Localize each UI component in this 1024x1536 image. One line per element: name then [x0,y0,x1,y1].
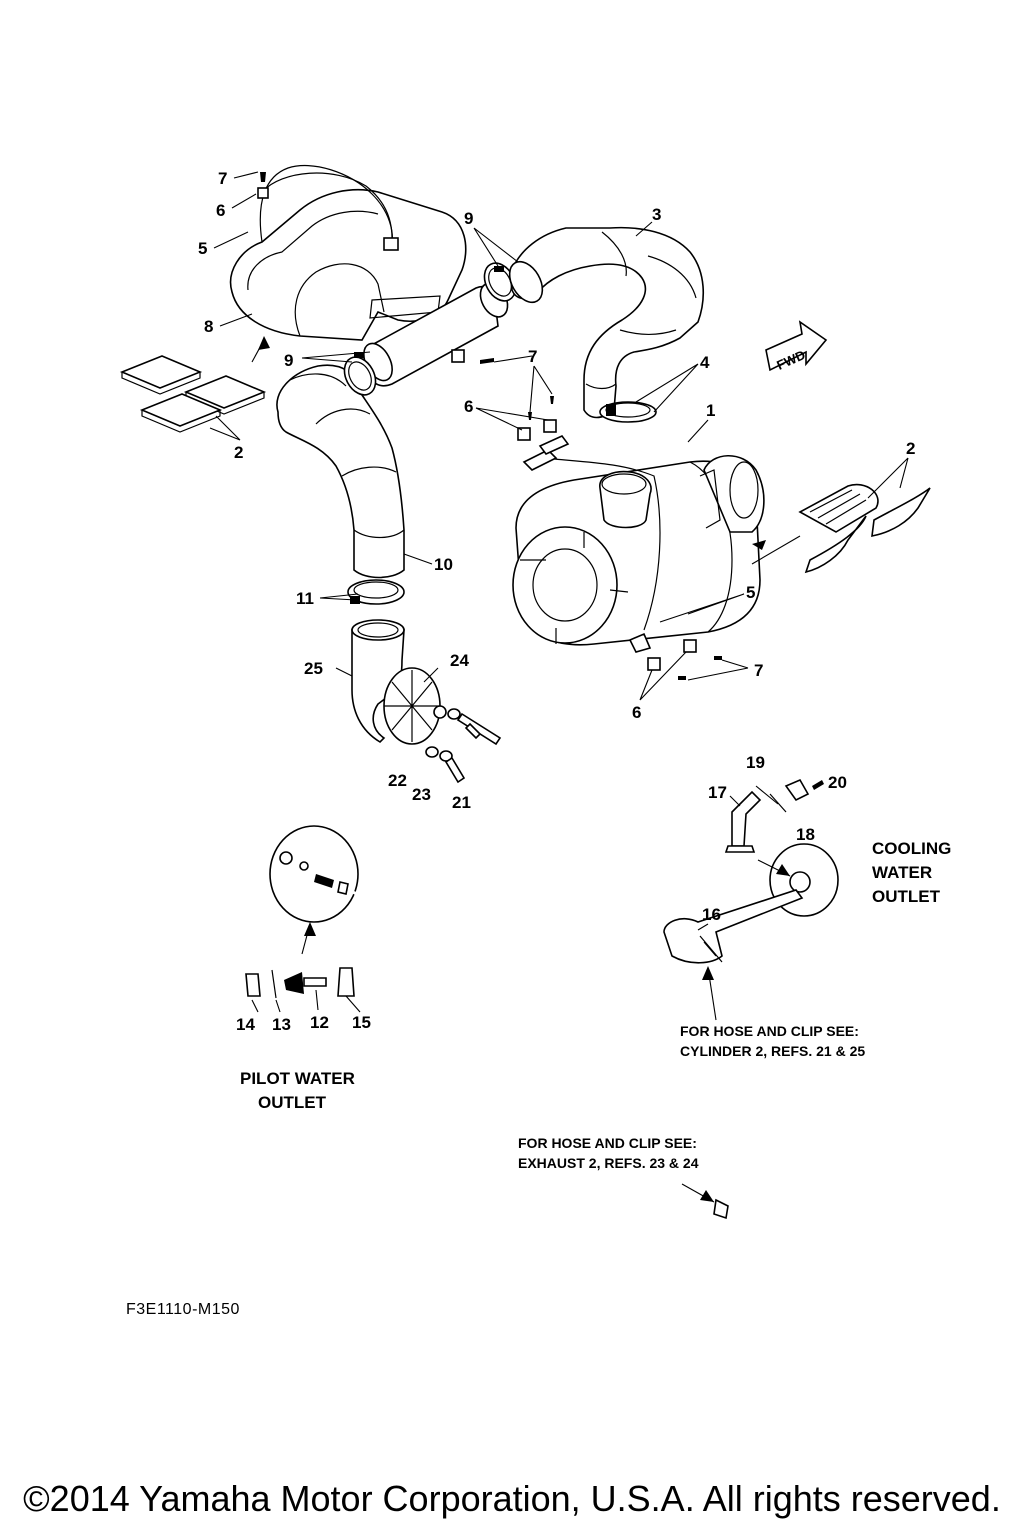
callout-17: 17 [708,783,727,802]
callout-19: 19 [746,753,765,772]
callout-2: 2 [234,443,243,462]
callout-9: 9 [284,351,293,370]
callout-11: 11 [296,589,314,608]
callout-16: 16 [702,905,721,924]
callout-6: 6 [632,703,641,722]
clamp-part-4 [599,401,657,423]
pilot-outlet-parts [245,825,359,999]
forward-direction-arrow: FWD [765,320,828,373]
callout-9: 9 [464,209,473,228]
callout-3: 3 [652,205,661,224]
callout-numbers: 1 2 2 3 4 5 5 6 6 6 7 7 7 8 9 9 10 11 12… [198,169,915,1034]
callout-1: 1 [706,401,715,420]
cooling-label-line-3: OUTLET [872,887,941,906]
brackets-and-screws [257,172,722,680]
callout-22: 22 [388,771,407,790]
pilot-label-line-2: OUTLET [258,1093,327,1112]
u-duct-part-3 [508,226,705,419]
callout-21: 21 [452,793,471,812]
callout-7: 7 [218,169,227,188]
note-exhaust: FOR HOSE AND CLIP SEE: EXHAUST 2, REFS. … [518,1135,699,1171]
cooling-outlet-parts [663,778,839,964]
callout-24: 24 [450,651,469,670]
note-cylinder-line-2: CYLINDER 2, REFS. 21 & 25 [680,1043,865,1059]
pilot-water-hose [347,888,729,1242]
callout-20: 20 [828,773,847,792]
callout-4: 4 [700,353,710,372]
callout-23: 23 [412,785,431,804]
callout-12: 12 [310,1013,329,1032]
elbow-part-25 [351,619,405,744]
callout-13: 13 [272,1015,291,1034]
callout-6: 6 [216,201,225,220]
center-tube-and-clamps-part-9 [343,262,517,396]
note-cylinder: FOR HOSE AND CLIP SEE: CYLINDER 2, REFS.… [680,1023,865,1059]
copyright-notice: ©2014 Yamaha Motor Corporation, U.S.A. A… [23,1478,1001,1519]
callout-8: 8 [204,317,213,336]
strap-part-5-lower [522,435,661,653]
bent-duct-part-10 [276,364,405,579]
callout-7: 7 [528,347,537,366]
callout-10: 10 [434,555,453,574]
figure-code: F3E1110-M150 [126,1301,240,1318]
callout-6: 6 [464,397,473,416]
callout-14: 14 [236,1015,255,1034]
callout-25: 25 [304,659,323,678]
clamp-part-11 [347,579,405,605]
note-exhaust-line-2: EXHAUST 2, REFS. 23 & 24 [518,1155,699,1171]
strap-part-5-upper [261,172,393,239]
arrow-heads [258,336,790,1202]
airbox-part-1 [512,455,765,646]
callout-18: 18 [796,825,815,844]
callout-2: 2 [906,439,915,458]
callout-7: 7 [754,661,763,680]
note-exhaust-line-1: FOR HOSE AND CLIP SEE: [518,1135,697,1151]
cooling-label-line-1: COOLING [872,839,951,858]
pilot-label-line-1: PILOT WATER [240,1069,355,1088]
pilot-water-outlet-label: PILOT WATER OUTLET [240,1069,355,1112]
plate-part-24 [383,667,502,784]
foam-pads-part-2-right [798,483,931,574]
cooling-label-line-2: WATER [872,863,932,882]
foam-pads-part-2-left [119,355,267,433]
callout-5: 5 [746,583,755,602]
callout-15: 15 [352,1013,371,1032]
callout-5: 5 [198,239,207,258]
cooling-water-outlet-label: COOLING WATER OUTLET [872,839,951,906]
note-cylinder-line-1: FOR HOSE AND CLIP SEE: [680,1023,859,1039]
